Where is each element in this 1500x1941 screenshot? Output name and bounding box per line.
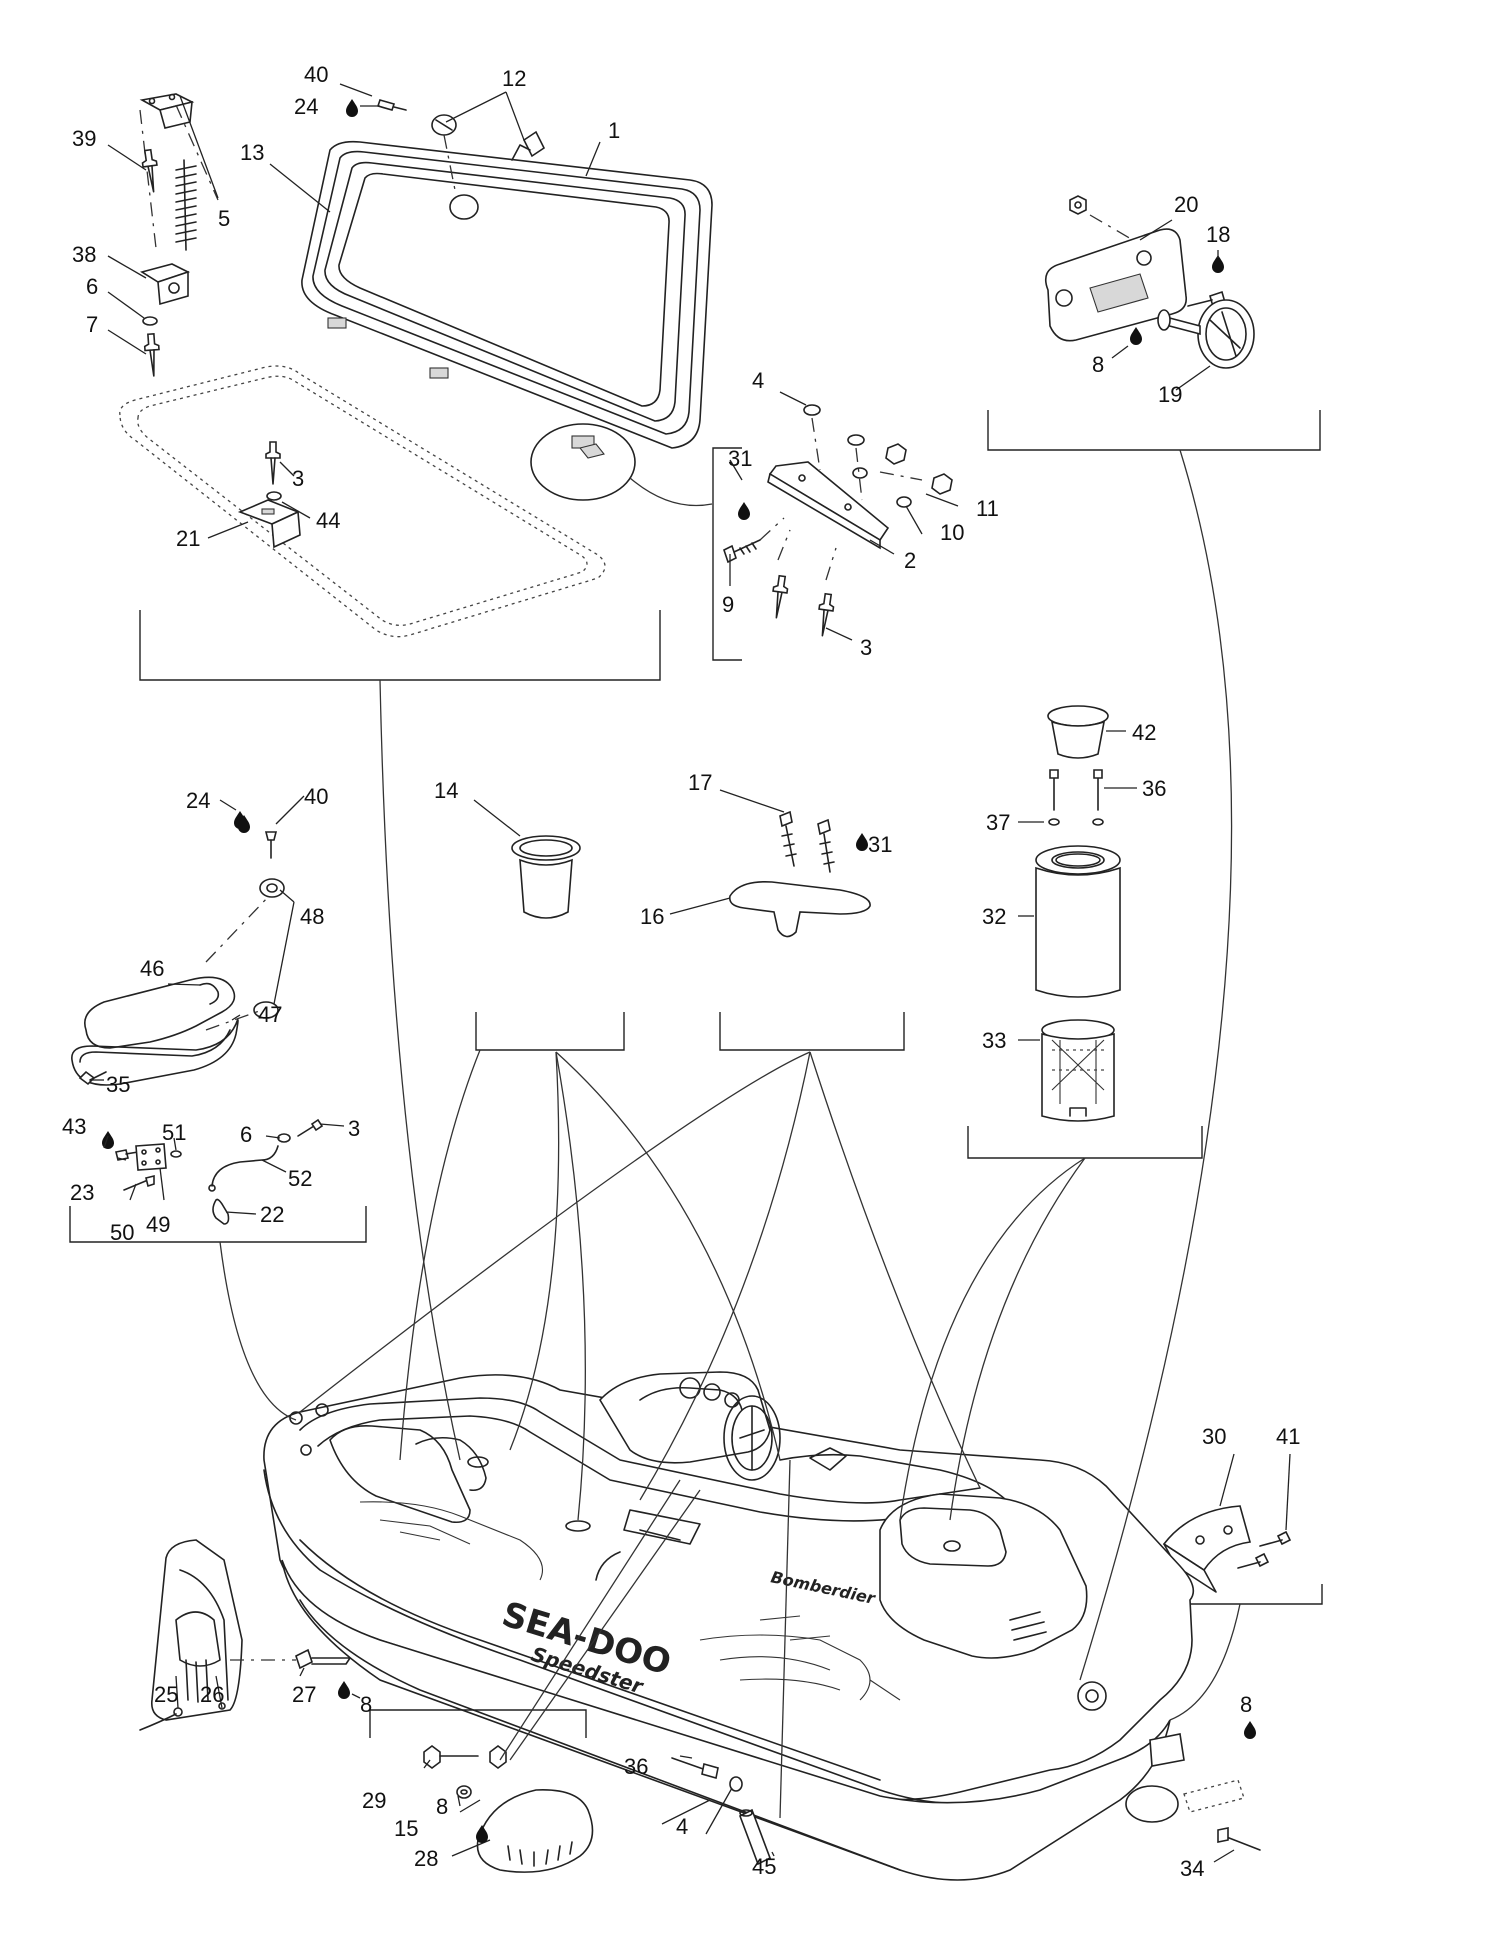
part-label-40a: 40 bbox=[304, 62, 328, 87]
part-label-17: 17 bbox=[688, 770, 712, 795]
part-label-50: 50 bbox=[110, 1220, 134, 1245]
latch-bracket bbox=[237, 441, 301, 549]
loctite-drop-icon bbox=[346, 99, 358, 117]
part-label-6b: 6 bbox=[240, 1122, 252, 1147]
part-label-8d: 8 bbox=[1240, 1692, 1252, 1717]
part-label-1: 1 bbox=[608, 118, 620, 143]
storage-bin-group bbox=[967, 705, 1203, 1159]
cup-holder bbox=[475, 835, 625, 1051]
latch-knob bbox=[431, 114, 546, 161]
decal-34 bbox=[1183, 1721, 1261, 1851]
part-label-20: 20 bbox=[1174, 192, 1198, 217]
part-label-36b: 36 bbox=[624, 1754, 648, 1779]
cover-hinge bbox=[139, 93, 219, 378]
part-label-29: 29 bbox=[362, 1788, 386, 1813]
part-label-19: 19 bbox=[1158, 382, 1182, 407]
jet-nozzle bbox=[139, 1539, 351, 1731]
part-label-15: 15 bbox=[394, 1816, 418, 1841]
part-label-22: 22 bbox=[260, 1202, 284, 1227]
part-label-31a: 31 bbox=[728, 446, 752, 471]
part-label-45: 45 bbox=[752, 1854, 776, 1879]
storage-cover-group bbox=[119, 93, 713, 681]
part-label-24a: 24 bbox=[294, 94, 318, 119]
part-label-24b: 24 bbox=[186, 788, 210, 813]
part-label-40b: 40 bbox=[304, 784, 328, 809]
part-label-9: 9 bbox=[722, 592, 734, 617]
part-label-27: 27 bbox=[292, 1682, 316, 1707]
mooring-cleat bbox=[719, 810, 905, 1051]
part-label-41: 41 bbox=[1276, 1424, 1300, 1449]
reference-curves bbox=[219, 449, 1241, 1819]
part-label-21: 21 bbox=[176, 526, 200, 551]
part-label-14: 14 bbox=[434, 778, 458, 803]
part-label-6a: 6 bbox=[86, 274, 98, 299]
part-label-42: 42 bbox=[1132, 720, 1156, 745]
part-label-23: 23 bbox=[70, 1180, 94, 1205]
leader-lines bbox=[92, 83, 1291, 1863]
part-label-48: 48 bbox=[300, 904, 324, 929]
small-parts-group bbox=[69, 1118, 367, 1243]
part-label-44: 44 bbox=[316, 508, 340, 533]
storage-bag-group bbox=[71, 811, 285, 1086]
part-label-25: 25 bbox=[154, 1682, 178, 1707]
part-label-34: 34 bbox=[1180, 1856, 1204, 1881]
part-label-43: 43 bbox=[62, 1114, 86, 1139]
deck-opening-outline bbox=[119, 365, 606, 638]
part-label-52: 52 bbox=[288, 1166, 312, 1191]
part-label-39: 39 bbox=[72, 126, 96, 151]
part-label-38: 38 bbox=[72, 242, 96, 267]
part-label-32: 32 bbox=[982, 904, 1006, 929]
part-label-18: 18 bbox=[1206, 222, 1230, 247]
part-label-5: 5 bbox=[218, 206, 230, 231]
part-label-30: 30 bbox=[1202, 1424, 1226, 1449]
part-label-8c: 8 bbox=[436, 1794, 448, 1819]
part-label-7: 7 bbox=[86, 312, 98, 337]
hinge-detail-group bbox=[530, 404, 953, 661]
part-label-51: 51 bbox=[162, 1120, 186, 1145]
part-label-2: 2 bbox=[904, 548, 916, 573]
part-label-4b: 4 bbox=[676, 1814, 688, 1839]
part-label-4a: 4 bbox=[752, 368, 764, 393]
bottom-small-parts bbox=[671, 1757, 772, 1866]
part-label-36a: 36 bbox=[1142, 776, 1166, 801]
part-label-3a: 3 bbox=[292, 466, 304, 491]
part-label-49: 49 bbox=[146, 1212, 170, 1237]
part-label-26: 26 bbox=[200, 1682, 224, 1707]
latch-screw bbox=[376, 99, 407, 111]
part-label-28: 28 bbox=[414, 1846, 438, 1871]
part-label-12: 12 bbox=[502, 66, 526, 91]
part-number-labels: 1233344566788889101112131415161718192021… bbox=[62, 62, 1300, 1881]
part-label-13: 13 bbox=[240, 140, 264, 165]
part-label-37: 37 bbox=[986, 810, 1010, 835]
part-label-47: 47 bbox=[258, 1002, 282, 1027]
part-label-8b: 8 bbox=[360, 1692, 372, 1717]
vent-cover-group bbox=[369, 1709, 594, 1873]
part-label-11: 11 bbox=[976, 496, 999, 521]
part-label-10: 10 bbox=[940, 520, 964, 545]
detail-callout-circle bbox=[530, 423, 636, 501]
part-label-3c: 3 bbox=[348, 1116, 360, 1141]
watercraft-hull: SEA-DOO Speedster Bomberdier bbox=[263, 1371, 1195, 1881]
drain-plug-group bbox=[987, 195, 1321, 451]
part-label-31b: 31 bbox=[868, 832, 892, 857]
part-label-8a: 8 bbox=[1092, 352, 1104, 377]
part-label-46: 46 bbox=[140, 956, 164, 981]
part-label-35: 35 bbox=[106, 1072, 130, 1097]
part-label-3b: 3 bbox=[860, 635, 872, 660]
part-label-33: 33 bbox=[982, 1028, 1006, 1053]
storage-cover bbox=[301, 140, 713, 449]
part-label-16: 16 bbox=[640, 904, 664, 929]
